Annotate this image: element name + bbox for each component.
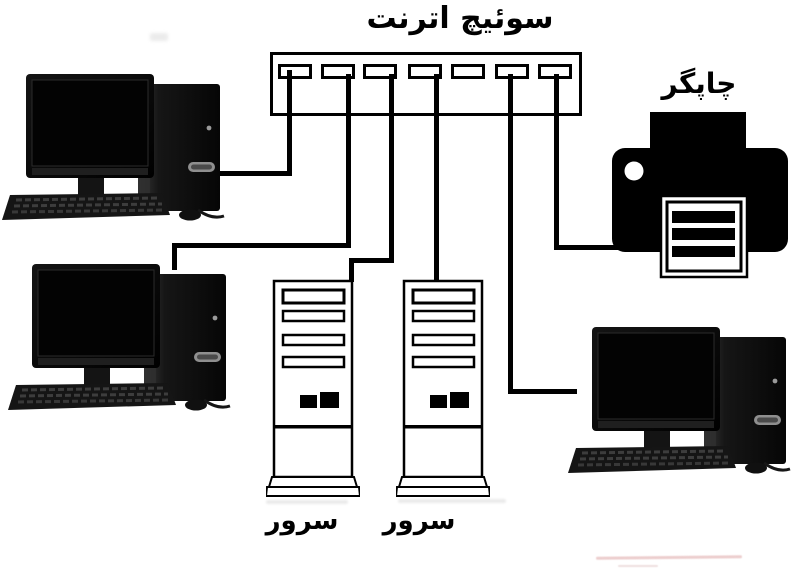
cable-port2-workstation2-vertical (346, 74, 351, 248)
watermark-remnant (618, 565, 658, 567)
cable-port2-workstation2-horizontal (172, 243, 351, 248)
cable-port2-workstation2-stub (172, 243, 177, 270)
switch-port-3 (363, 64, 397, 79)
cable-port7-printer-vertical (554, 74, 559, 250)
printer-label: چاپگر (661, 67, 737, 100)
server-2 (394, 278, 492, 507)
cable-port3-server1-vertical (389, 74, 394, 263)
server-2-label: سرور (382, 506, 456, 536)
workstation-top-left (2, 72, 232, 231)
desktop-computer-icon (2, 74, 225, 221)
cable-port6-workstation3-vertical (508, 74, 513, 394)
cable-port3-server1-horizontal (349, 258, 394, 263)
server-tower-icon (394, 279, 492, 497)
scan-artifact (398, 499, 506, 503)
switch-port-1 (278, 64, 312, 79)
server-tower-icon (264, 279, 362, 497)
desktop-computer-icon (568, 327, 791, 474)
cable-port3-server1-stub (349, 258, 354, 282)
printer-icon (612, 112, 788, 279)
server-1 (264, 278, 362, 507)
scan-artifact (150, 33, 168, 41)
watermark-remnant (595, 555, 743, 560)
switch-port-5 (451, 64, 485, 79)
printer (600, 105, 800, 289)
workstation-middle-left (8, 262, 238, 421)
cable-port1-workstation1-horizontal (219, 171, 292, 176)
cable-port1-workstation1-vertical (287, 70, 292, 176)
cable-port4-server2-vertical (434, 74, 439, 282)
workstation-bottom-right (568, 325, 798, 484)
ethernet-switch (270, 52, 582, 116)
switch-port-4 (408, 64, 442, 79)
scan-artifact (266, 500, 348, 504)
switch-title: سوئیچ اترنت (366, 1, 554, 36)
desktop-computer-icon (8, 264, 231, 411)
cable-port6-workstation3-horizontal (508, 389, 577, 394)
server-1-label: سرور (265, 506, 339, 536)
cable-port7-printer-horizontal (554, 245, 621, 250)
